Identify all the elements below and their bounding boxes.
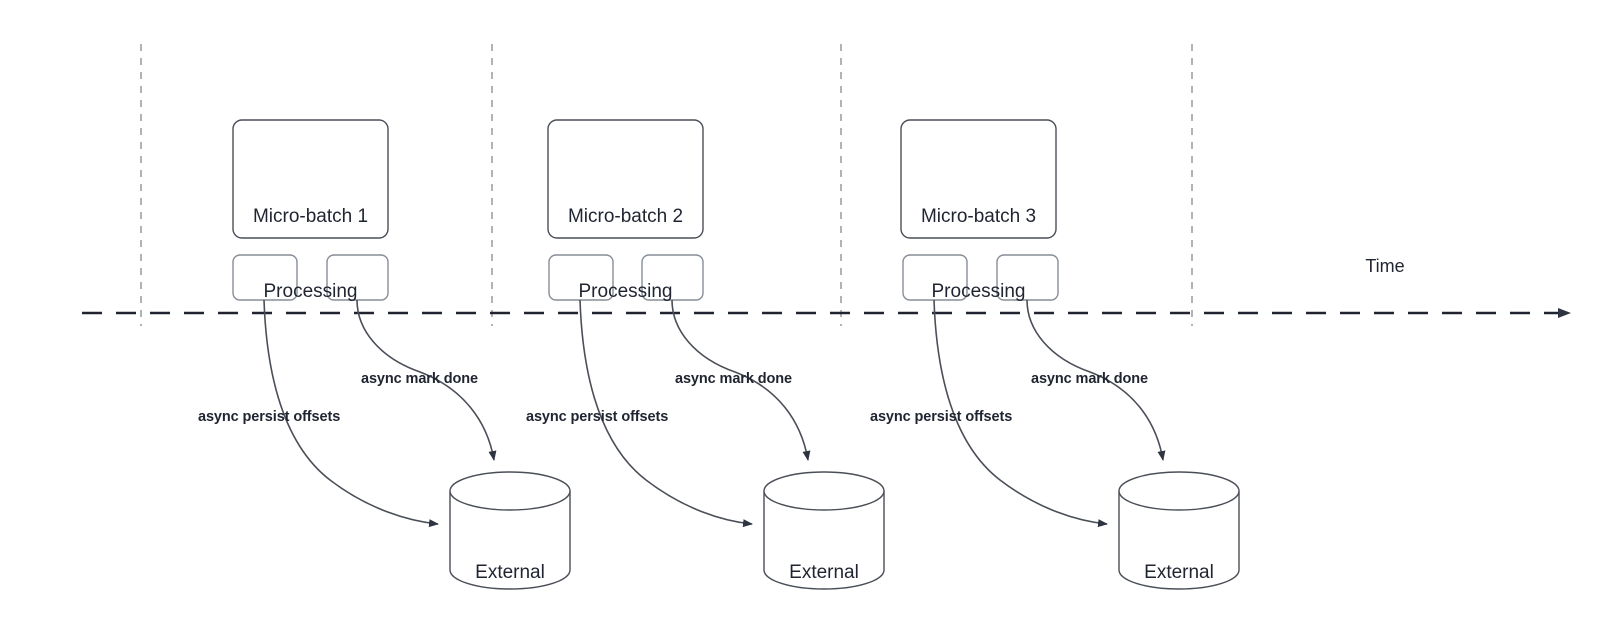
group-2-persist-edge — [579, 299, 753, 528]
group-1-persist-edge — [263, 299, 439, 528]
group-1-mark-done-edge — [356, 299, 497, 461]
group-3-persist-edge — [933, 299, 1108, 528]
group-2-task-box-1[interactable] — [548, 254, 614, 301]
group-3-shapes — [900, 119, 1240, 590]
tick-line-group — [140, 44, 1193, 326]
external-storage-3-cylinder[interactable] — [1118, 471, 1240, 590]
group-2-task-box-2[interactable] — [641, 254, 704, 301]
group-2-mark-done-edge — [671, 299, 811, 461]
group-1-task-box-1[interactable] — [232, 254, 298, 301]
external-storage-2-cylinder[interactable] — [763, 471, 885, 590]
micro-batch-1-box[interactable] — [232, 119, 389, 239]
group-1-shapes — [232, 119, 571, 590]
external-storage-1-cylinder[interactable] — [449, 471, 571, 590]
group-3-task-box-2[interactable] — [996, 254, 1059, 301]
group-2-shapes — [547, 119, 885, 590]
micro-batch-2-box[interactable] — [547, 119, 704, 239]
group-3-task-box-1[interactable] — [902, 254, 968, 301]
group-1-task-box-2[interactable] — [326, 254, 389, 301]
group-3-mark-done-edge — [1026, 299, 1166, 461]
micro-batch-3-box[interactable] — [900, 119, 1057, 239]
